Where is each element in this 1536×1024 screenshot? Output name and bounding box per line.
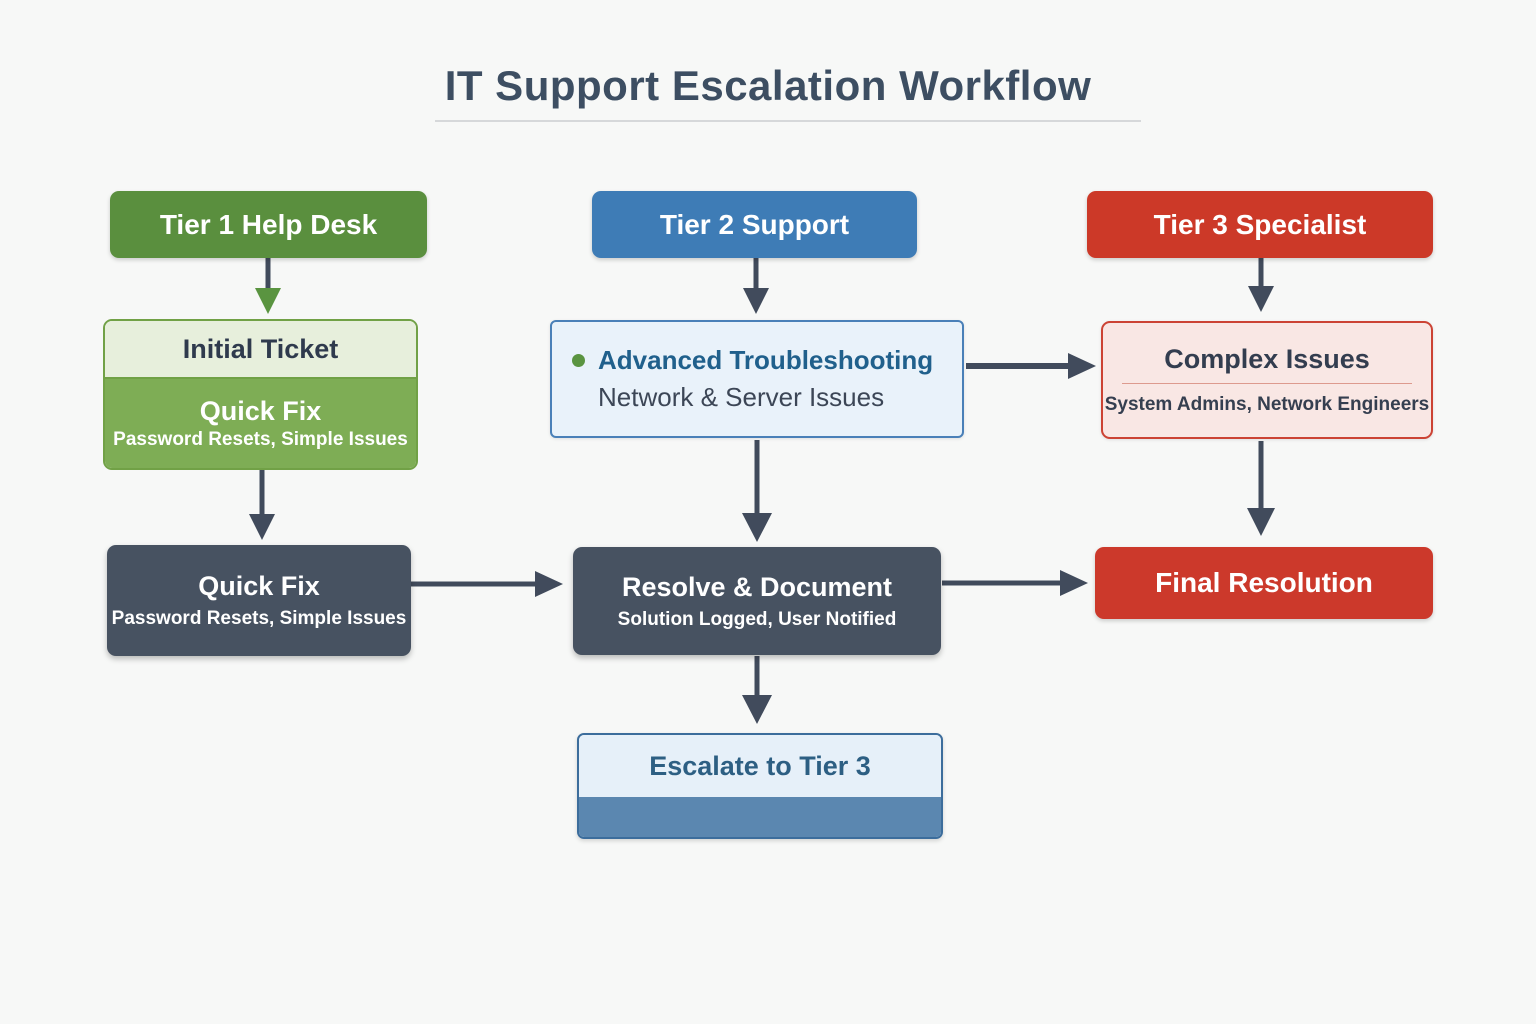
- initial-ticket-header: Initial Ticket: [105, 321, 416, 379]
- arrow-initial-ticket-to-quick-fix: [249, 470, 275, 540]
- arrow-tier2-to-advanced: [743, 258, 769, 314]
- arrow-advanced-to-resolve: [742, 440, 772, 542]
- arrow-complex-to-final: [1247, 441, 1275, 536]
- node-detail: Password Resets, Simple Issues: [111, 608, 407, 629]
- node-title: Escalate to Tier 3: [579, 735, 941, 797]
- advanced-title-row: Advanced Troubleshooting: [572, 345, 933, 376]
- node-advanced-troubleshooting: Advanced Troubleshooting Network & Serve…: [550, 320, 964, 438]
- arrow-resolve-to-final: [942, 570, 1088, 596]
- arrow-advanced-to-complex: [966, 353, 1096, 379]
- node-tier3-specialist: Tier 3 Specialist: [1087, 191, 1433, 258]
- node-label: Tier 3 Specialist: [1153, 208, 1367, 240]
- title-underline: [435, 120, 1141, 122]
- node-title: Quick Fix: [198, 571, 320, 601]
- escalate-color-band: [579, 797, 941, 837]
- divider: [1122, 383, 1412, 384]
- arrow-tier3-to-complex: [1248, 258, 1274, 312]
- bullet-icon: [572, 354, 585, 367]
- node-tier1-help-desk: Tier 1 Help Desk: [110, 191, 427, 258]
- node-detail: Solution Logged, User Notified: [617, 608, 897, 630]
- node-title: Resolve & Document: [621, 571, 893, 602]
- arrow-quick-fix-to-resolve: [411, 571, 563, 597]
- node-detail: Password Resets, Simple Issues: [113, 429, 408, 450]
- node-label: Tier 1 Help Desk: [159, 208, 378, 240]
- node-escalate-to-tier3: Escalate to Tier 3: [577, 733, 943, 839]
- arrow-resolve-to-escalate: [742, 656, 772, 724]
- arrow-tier1-to-initial-ticket: [255, 258, 281, 314]
- node-initial-ticket: Initial Ticket Quick Fix Password Resets…: [103, 319, 418, 470]
- initial-ticket-body: Quick Fix Password Resets, Simple Issues: [105, 379, 416, 468]
- node-final-resolution: Final Resolution: [1095, 547, 1433, 619]
- node-title: Quick Fix: [199, 396, 322, 426]
- node-detail: Network & Server Issues: [598, 382, 885, 412]
- node-title: Complex Issues: [1164, 344, 1370, 374]
- node-complex-issues: Complex Issues System Admins, Network En…: [1101, 321, 1433, 439]
- node-detail: System Admins, Network Engineers: [1104, 394, 1430, 415]
- node-resolve-document: Resolve & Document Solution Logged, User…: [573, 547, 941, 655]
- node-quick-fix: Quick Fix Password Resets, Simple Issues: [107, 545, 411, 656]
- node-label: Tier 2 Support: [659, 208, 850, 240]
- node-label: Final Resolution: [1155, 567, 1373, 598]
- node-title: Advanced Troubleshooting: [598, 345, 934, 375]
- page-title: IT Support Escalation Workflow: [444, 62, 1092, 109]
- node-tier2-support: Tier 2 Support: [592, 191, 917, 258]
